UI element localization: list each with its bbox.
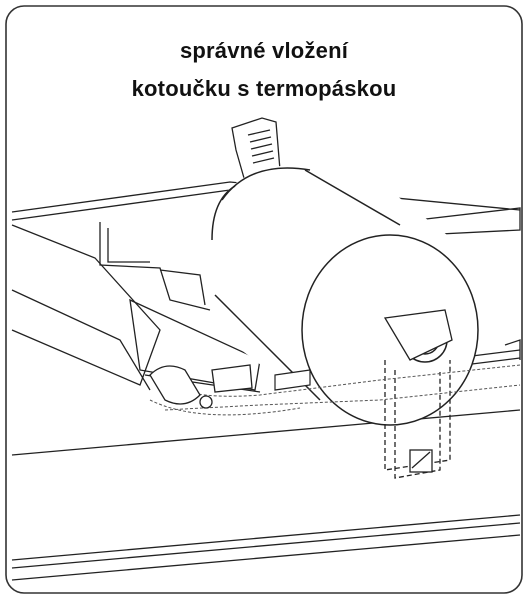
holder-lever (231, 117, 281, 179)
platen-roller (149, 364, 253, 409)
caption-line-1: správné vložení (179, 38, 349, 63)
printer-housing (11, 181, 521, 581)
connector-block (274, 369, 311, 391)
outer-border (5, 5, 523, 594)
roll-holder-arm (383, 309, 453, 479)
caption-line-2: kotoučku s termopáskou (131, 76, 397, 101)
